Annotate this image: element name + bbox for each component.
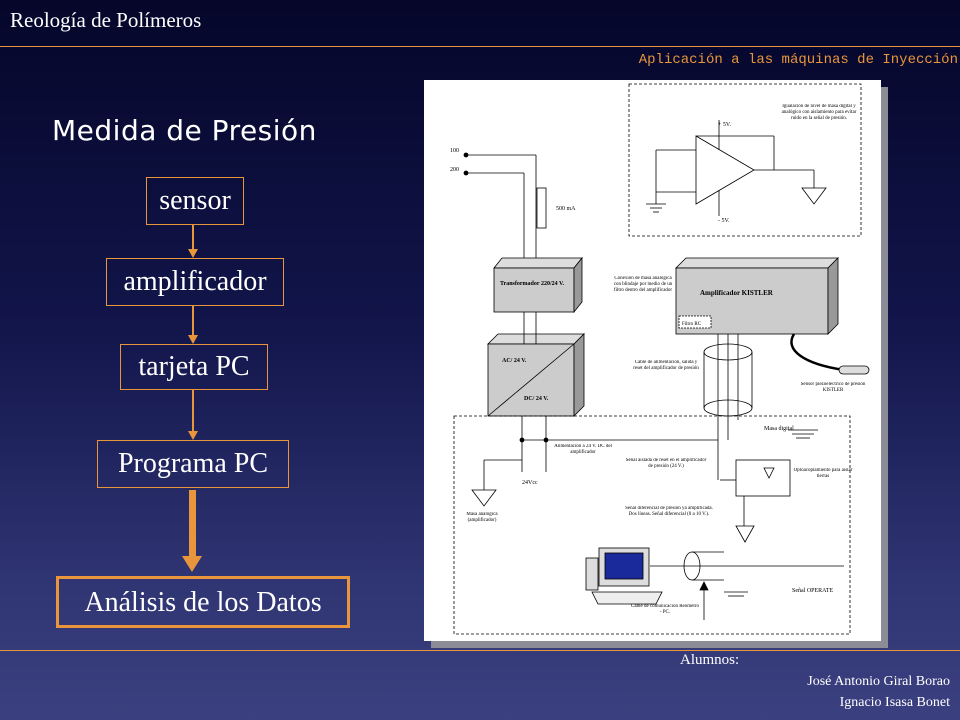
diagram-label-diff: Señal diferencial de presión ya amplific… bbox=[625, 506, 713, 517]
flow-arrow-icon bbox=[188, 335, 198, 344]
diagram-label-100: 100 bbox=[450, 148, 459, 154]
header-divider bbox=[0, 46, 960, 47]
flow-connector bbox=[192, 225, 194, 249]
control-section-box bbox=[453, 415, 851, 635]
opamp-icon bbox=[695, 135, 755, 205]
diagram-label-mass-analog: Masa analógica (amplificador) bbox=[466, 512, 498, 523]
footer-student-1: José Antonio Giral Borao bbox=[807, 674, 950, 689]
diagram-label-vcc: 24Vcc bbox=[522, 480, 538, 486]
diagram-label-mass-digital: Masa digital bbox=[764, 426, 794, 432]
circuit-diagram: 100 200 500 mA Transformador 220/24 V. A… bbox=[424, 80, 881, 641]
flow-arrow-icon bbox=[188, 431, 198, 440]
flow-arrow-thick-icon bbox=[182, 556, 202, 572]
ground-triangle-icon bbox=[735, 525, 755, 543]
diagram-label-kistler: Amplificador KISTLER bbox=[700, 289, 774, 297]
diagram-label-fuse: 500 mA bbox=[556, 206, 576, 212]
header-subtitle: Aplicación a las máquinas de Inyección bbox=[638, 52, 958, 68]
flow-arrow-icon bbox=[188, 249, 198, 258]
footer-students-label: Alumnos: bbox=[680, 652, 740, 668]
flow-box-amplifier: amplificador bbox=[106, 258, 284, 306]
course-title: Reología de Polímeros bbox=[10, 8, 202, 32]
diagram-label-filter: Filtro RC bbox=[682, 322, 702, 327]
diagram-label-ac: AC/ 24 V. bbox=[502, 358, 527, 364]
diagram-label-mass-conn: Conexión de masa analógica con blindaje … bbox=[613, 276, 673, 293]
diagram-label-opamp-note: Igualación de nivel de masa digital y an… bbox=[781, 104, 857, 121]
flow-box-pc-card: tarjeta PC bbox=[120, 344, 268, 390]
footer-divider bbox=[0, 650, 960, 651]
diagram-label-feed: Alimentación a 24 V. DC del amplificador bbox=[554, 444, 612, 455]
diagram-label-comm: Cable de comunicación Reómetro - PC. bbox=[631, 604, 699, 615]
flow-box-pc-program: Programa PC bbox=[97, 440, 289, 488]
diagram-label-transformer: Transformador 220/24 V. bbox=[500, 281, 565, 287]
circuit-schematic: 100 200 500 mA Transformador 220/24 V. A… bbox=[450, 83, 870, 635]
diagram-label-cable-power: Cable de alimentación, salida y reset de… bbox=[633, 360, 699, 371]
diagram-label-plus5: + 5V. bbox=[718, 122, 731, 128]
diagram-label-reset: Señal aislada de reset en el amplificado… bbox=[625, 458, 707, 469]
flow-box-sensor: sensor bbox=[146, 177, 244, 225]
ground-triangle-icon bbox=[801, 187, 827, 205]
opamp-section-box bbox=[628, 83, 862, 237]
ground-triangle-icon bbox=[471, 489, 497, 507]
slide-title: Medida de Presión bbox=[52, 114, 317, 147]
diagram-label-operate: Señal OPERATE bbox=[792, 588, 834, 594]
diagram-label-dc: DC/ 24 V. bbox=[524, 396, 549, 402]
flow-connector bbox=[192, 390, 194, 431]
diagram-label-sensor: Sensor piezoeléctrico de presión KISTLER bbox=[800, 382, 866, 393]
flow-connector-thick bbox=[189, 490, 196, 558]
diagram-label-opto: Optoacoplamiento para aislar tierras bbox=[793, 468, 853, 479]
footer-student-2: Ignacio Isasa Bonet bbox=[839, 695, 950, 710]
pressure-sensor-icon bbox=[838, 365, 870, 375]
diagram-label-200: 200 bbox=[450, 167, 459, 173]
flow-box-data-analysis: Análisis de los Datos bbox=[56, 576, 350, 628]
diagram-label-minus5: - 5V. bbox=[718, 218, 730, 224]
flow-connector bbox=[192, 306, 194, 335]
